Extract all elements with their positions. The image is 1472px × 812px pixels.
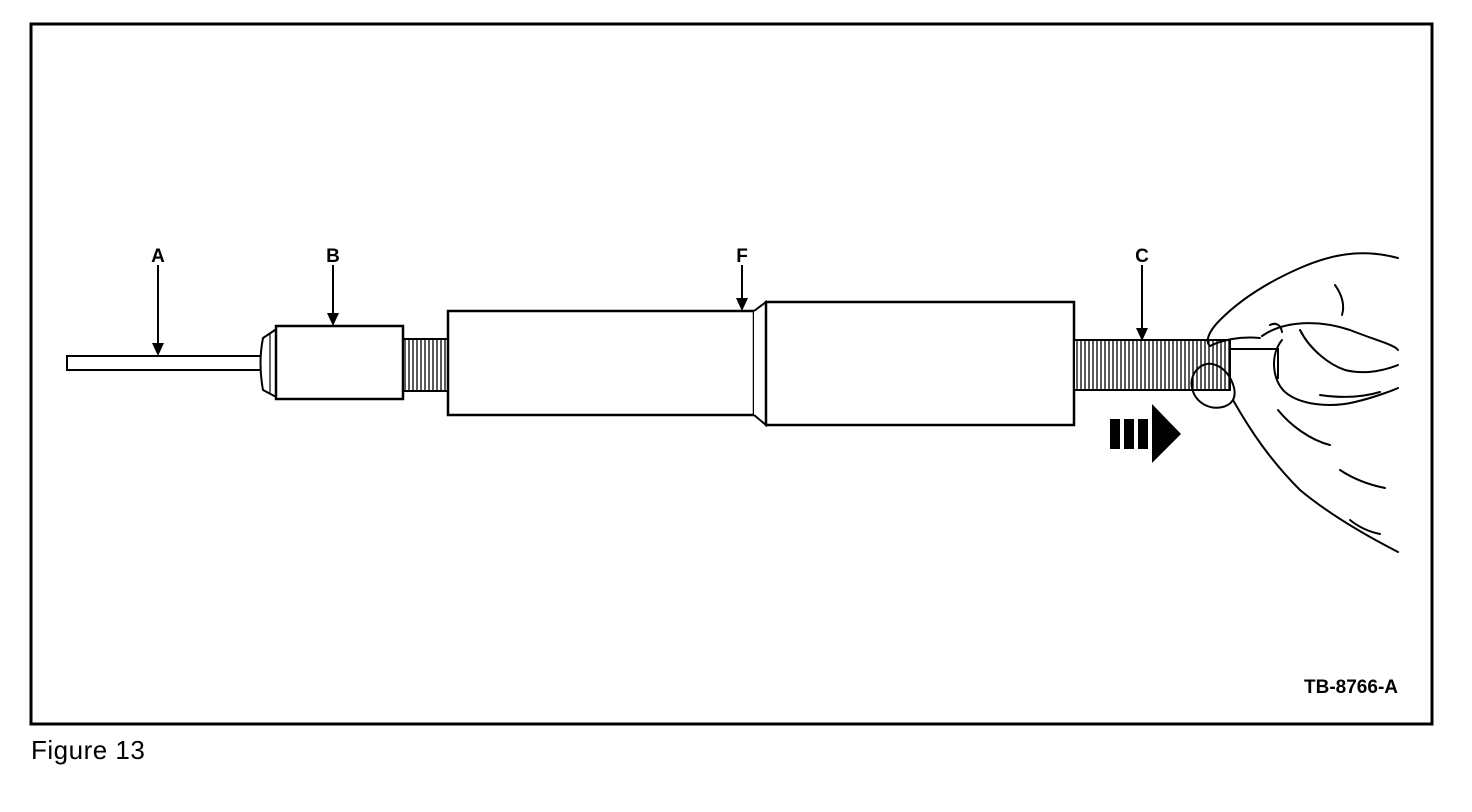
callout-label-b: B bbox=[326, 246, 340, 267]
figure-code: TB-8766-A bbox=[1304, 677, 1398, 698]
collet-nose bbox=[259, 326, 279, 400]
thread-left bbox=[402, 338, 449, 392]
leader-arrows bbox=[152, 265, 1148, 356]
rod-a bbox=[66, 355, 264, 371]
collet-body-b bbox=[274, 324, 405, 401]
figure-frame bbox=[29, 22, 1434, 726]
pull-direction-arrow-icon bbox=[1110, 404, 1181, 463]
callout-label-c: C bbox=[1135, 246, 1149, 267]
callout-label-a: A bbox=[151, 246, 165, 267]
hand-illustration bbox=[1190, 252, 1399, 553]
figure-caption: Figure 13 bbox=[31, 735, 146, 765]
callout-label-f: F bbox=[736, 246, 748, 267]
sleeve-right bbox=[764, 300, 1076, 427]
threaded-shaft-c bbox=[1073, 339, 1231, 391]
sleeve-left bbox=[446, 309, 756, 417]
collar-f bbox=[753, 300, 767, 428]
